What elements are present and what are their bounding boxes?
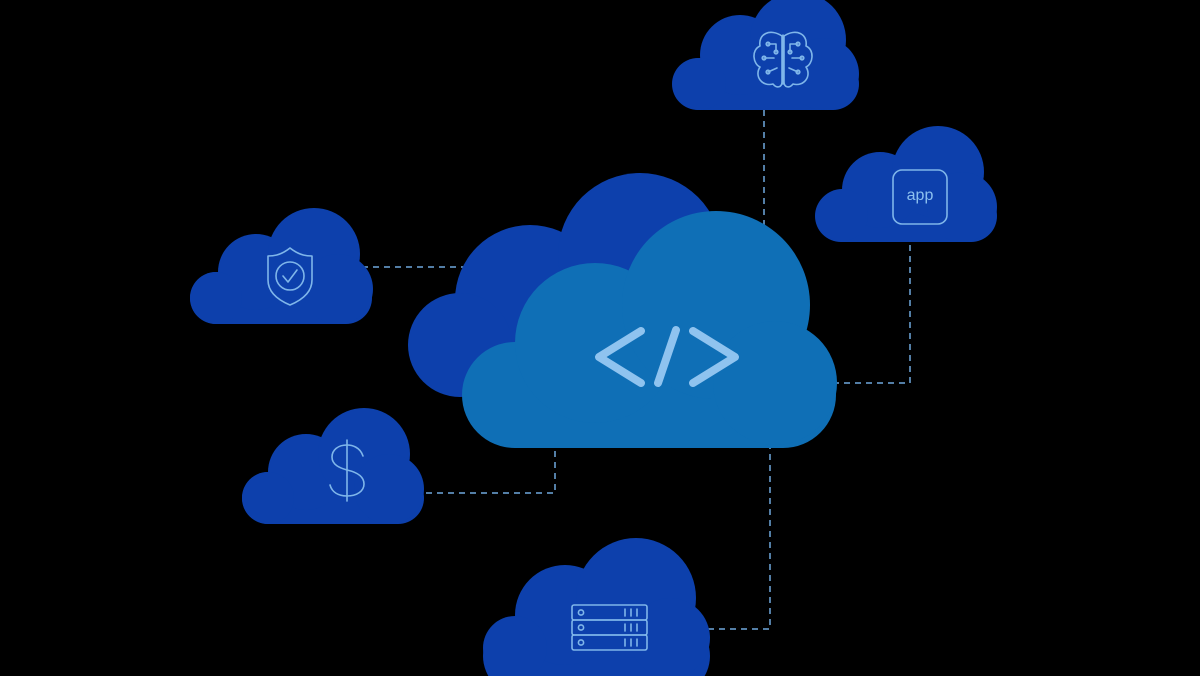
connector-storage xyxy=(708,448,771,630)
shield-check-icon xyxy=(267,247,313,306)
cloud-security xyxy=(190,208,373,324)
code-brackets-icon xyxy=(595,326,739,387)
connector-app xyxy=(835,245,911,384)
cloud-app xyxy=(815,126,997,242)
server-rack-icon xyxy=(571,604,648,651)
cloud-storage xyxy=(483,538,710,676)
cloud-cost xyxy=(242,408,424,524)
connector-cost xyxy=(426,448,556,494)
dollar-icon xyxy=(329,439,365,502)
app-tile-icon: app xyxy=(892,169,948,225)
brain-circuit-icon xyxy=(753,31,813,88)
app-label: app xyxy=(907,187,934,204)
connectors xyxy=(362,110,911,630)
cloud-ai xyxy=(672,0,859,110)
